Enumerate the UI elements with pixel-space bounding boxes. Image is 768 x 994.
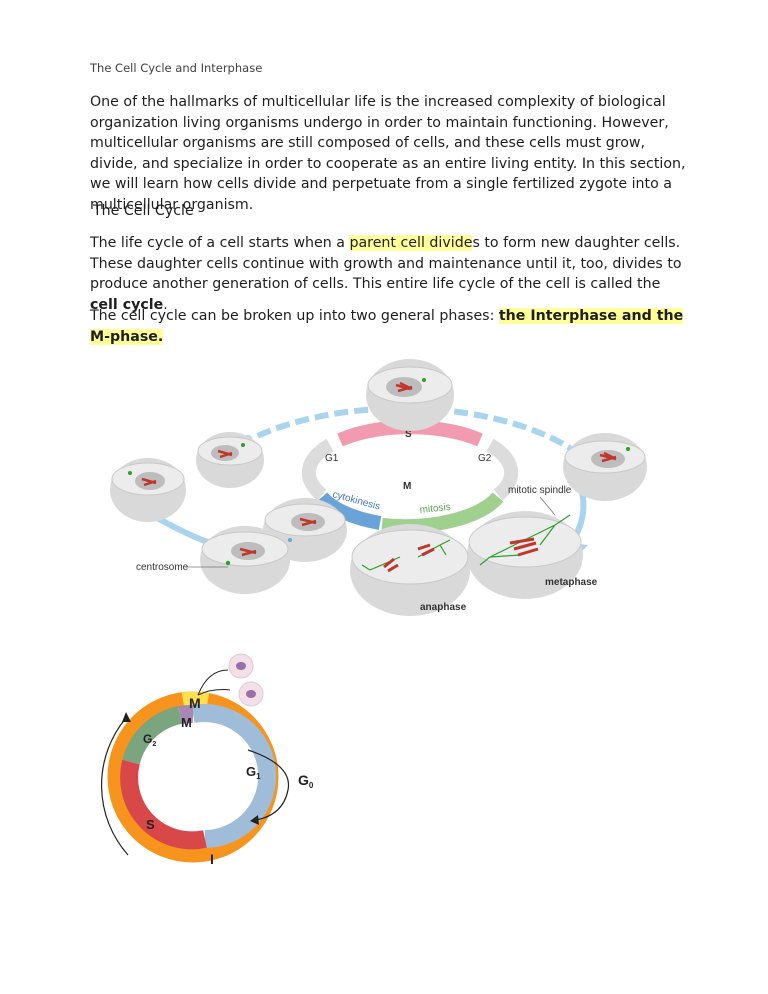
daughter-arrow-1 — [197, 669, 229, 696]
inner-m-label: M — [181, 715, 192, 730]
inner-m-segment — [178, 704, 194, 724]
s-label: S — [405, 429, 412, 440]
interphase-label: I — [210, 851, 214, 867]
g0-label: G0 — [298, 772, 314, 790]
daughter-arrow-2 — [197, 689, 231, 696]
intro-paragraph: One of the hallmarks of multicellular li… — [90, 94, 686, 213]
daughter-nucleus-2 — [246, 690, 256, 698]
cell-dividing — [200, 498, 347, 594]
daughter-nucleus-1 — [236, 662, 246, 670]
cell-right — [563, 433, 647, 501]
g2-arc — [486, 438, 519, 501]
phases-paragraph: The cell cycle can be broken up into two… — [90, 306, 690, 347]
progression-arrow — [100, 717, 129, 856]
p2-text-1: The life cycle of a cell starts when a — [90, 235, 350, 251]
s-segment — [120, 759, 207, 850]
section-heading: The Cell Cycle — [93, 203, 194, 219]
g2-segment — [122, 706, 183, 765]
metaphase-label: metaphase — [545, 577, 598, 588]
cytokinesis-arc — [316, 492, 382, 530]
cell-cycle-paragraph: The life cycle of a cell starts when a p… — [90, 233, 690, 315]
cell-cycle-ring-diagram: M M G2 G1 G0 S I — [100, 653, 314, 867]
p2-text-3: . — [163, 296, 168, 313]
document-header: The Cell Cycle and Interphase — [90, 61, 263, 75]
g1-segment — [191, 704, 277, 848]
g1-label: G1 — [325, 453, 339, 464]
cell-cycle-illustration: S G1 G2 M cytokinesis mitosis — [110, 359, 647, 616]
g0-loop-arrow — [247, 749, 290, 821]
g2-label: G2 — [478, 453, 492, 464]
p2-highlight: parent cell divide — [349, 235, 473, 251]
cell-anaphase — [350, 524, 470, 616]
cell-metaphase — [467, 511, 583, 599]
g0-arrow-head — [250, 815, 259, 825]
progression-arrow-head — [122, 712, 131, 722]
centrosome-label: centrosome — [136, 562, 189, 573]
g1-label: G1 — [246, 764, 261, 781]
cell-far-left — [110, 458, 186, 522]
mitosis-label: mitosis — [419, 502, 451, 516]
outer-m-label: M — [189, 695, 201, 711]
m-label: M — [403, 481, 411, 492]
p2-bold-term: cell cycle — [90, 296, 164, 313]
g2-label: G2 — [143, 732, 156, 748]
p3-text-1: The cell cycle can be broken up into two… — [90, 308, 499, 324]
cell-left-upper — [196, 432, 264, 488]
cell-top — [366, 359, 454, 431]
mitotic-spindle-label: mitotic spindle — [508, 485, 572, 496]
anaphase-label: anaphase — [420, 602, 467, 613]
p2-text-2: s to form new daughter cells. These daug… — [90, 235, 682, 292]
outer-m-segment — [181, 691, 210, 708]
g1-arc — [301, 438, 334, 501]
s-label: S — [146, 817, 155, 832]
spindle-pointer — [539, 496, 556, 516]
